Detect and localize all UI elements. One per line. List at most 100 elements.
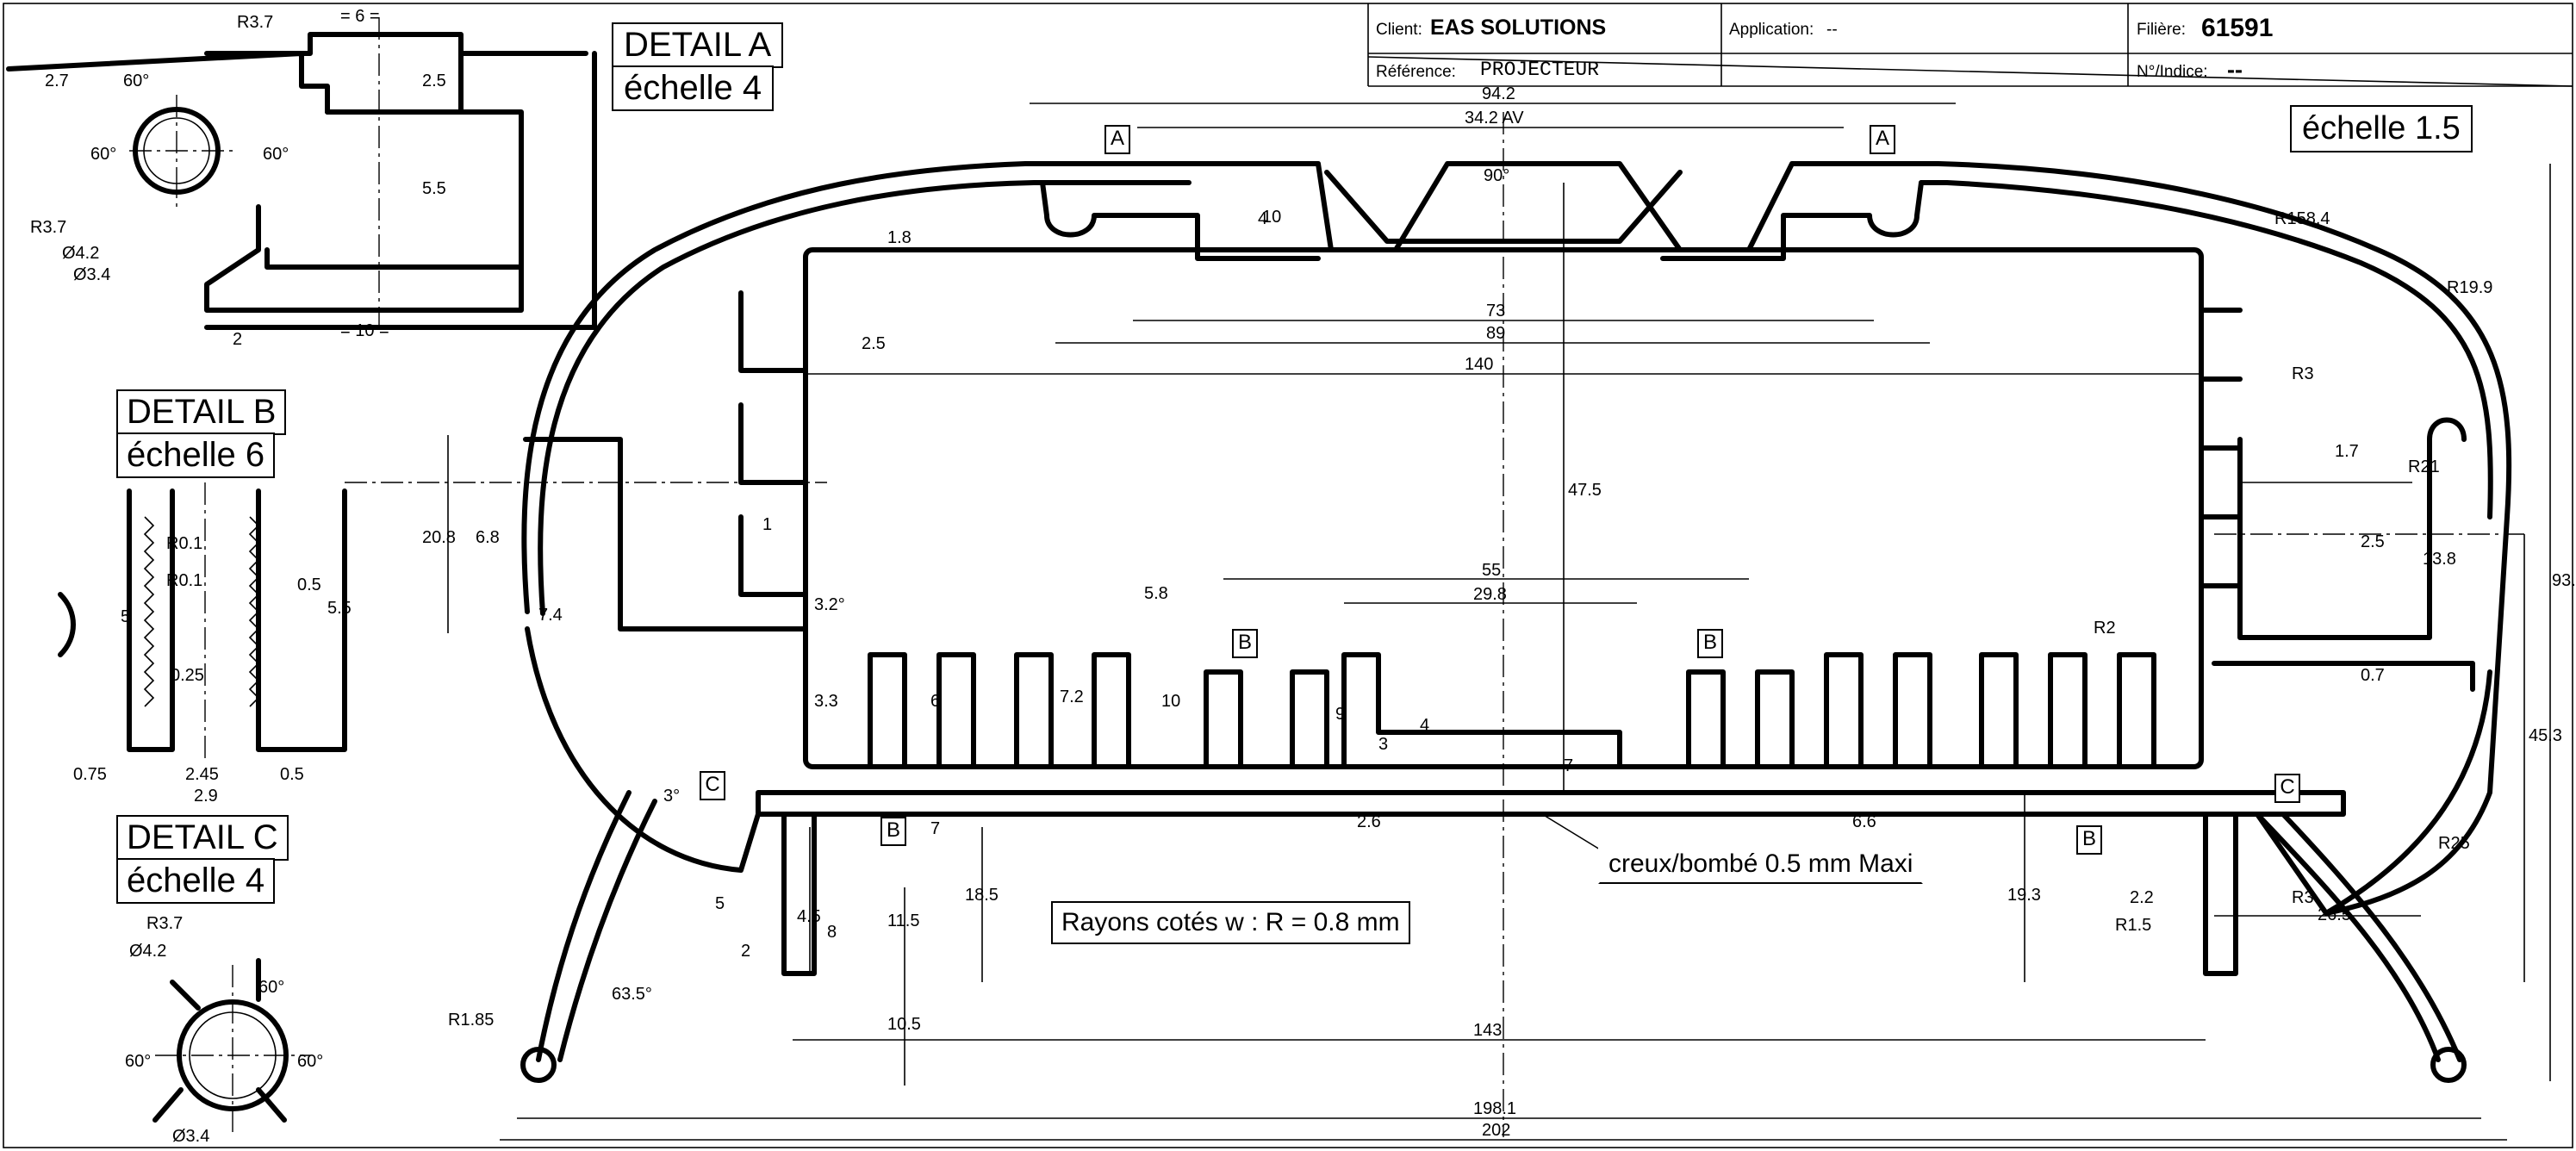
dim-angle3: 3°	[663, 787, 680, 806]
detail-a-60-left: 60°	[90, 145, 116, 164]
dim-inner-width: 198.1	[1473, 1099, 1516, 1118]
filiere-value: 61591	[2201, 14, 2274, 42]
dim-w89: 89	[1486, 324, 1505, 343]
detail-c-phi42: Ø4.2	[129, 942, 166, 961]
dim-r2: R2	[2094, 619, 2116, 638]
detail-c-drawing	[152, 958, 310, 1137]
dim-r158: R158.4	[2274, 209, 2330, 228]
detail-a-phi42: Ø4.2	[62, 244, 99, 263]
dim-r25: R25	[2438, 834, 2470, 853]
dim-26-5: 26.5	[2318, 905, 2351, 924]
dimension-labels: 202 198.1 143 94.2 34.2 AV 89 73 140 55 …	[422, 84, 2576, 1140]
dim-0-7: 0.7	[2361, 666, 2385, 685]
detail-b-0-5: 0.5	[297, 576, 321, 594]
dim-6-6: 6.6	[1852, 812, 1876, 831]
dim-10-fin: 10	[1161, 692, 1180, 711]
detail-a-60-right: 60°	[263, 145, 289, 164]
detail-a-labels: R3.7 = 6 = 2.7 60° 60° 60° 2.5 5.5 R3.7 …	[30, 7, 446, 349]
dim-1-8: 1.8	[887, 228, 912, 247]
dim-height: 93.5	[2552, 571, 2576, 590]
dim-7-2: 7.2	[1060, 687, 1084, 706]
dim-height-45: 45.3	[2529, 726, 2562, 745]
dim-6-fin: 6	[930, 692, 940, 711]
indice-value: --	[2227, 57, 2243, 83]
dim-10-top: 10	[1262, 208, 1281, 227]
dim-4-fin: 4	[1420, 716, 1429, 735]
dim-angle32: 3.2°	[814, 595, 845, 614]
detail-b-5: 5	[121, 607, 130, 626]
application-label: Application:	[1729, 21, 1814, 39]
detail-b-5-5: 5.5	[327, 599, 352, 618]
dim-7-4: 7.4	[538, 606, 563, 625]
dim-w140: 140	[1465, 355, 1493, 374]
marker-a-left: A	[1104, 125, 1130, 154]
detail-c-r37: R3.7	[146, 914, 183, 933]
detail-a-2: 2	[233, 330, 242, 349]
center-lines	[345, 112, 2524, 1137]
detail-a-60-top: 60°	[123, 72, 149, 90]
detail-a-scale: échelle 4	[612, 65, 775, 111]
detail-c-labels: R3.7 Ø4.2 60° 60° 60° Ø3.4	[125, 914, 323, 1146]
dim-r15: R1.5	[2115, 916, 2151, 935]
dim-r185: R1.85	[448, 1011, 494, 1030]
dim-3-fin: 3	[1378, 735, 1388, 754]
dim-11-5: 11.5	[887, 911, 919, 930]
dim-w55: 55	[1482, 561, 1501, 580]
dim-r21: R21	[2408, 457, 2440, 476]
detail-a-2-5: 2.5	[422, 72, 446, 90]
dim-9: 9	[1335, 705, 1345, 724]
reference-value: PROJECTEUR	[1480, 59, 1600, 81]
detail-b-0-5-b: 0.5	[280, 765, 304, 784]
marker-a-right: A	[1870, 125, 1895, 154]
dimension-lines	[447, 103, 2551, 1141]
marker-b-slot-left: B	[880, 817, 906, 846]
indice-label: N°/Indice:	[2137, 63, 2208, 81]
detail-a-r37-b: R3.7	[30, 218, 66, 237]
dim-18-5: 18.5	[965, 886, 999, 905]
detail-b-labels: R0.1 R0.1 0.5 5.5 5 0.25 0.75 2.45 2.9 0…	[73, 534, 352, 806]
dim-height-47: 47.5	[1568, 481, 1602, 500]
dim-r199: R19.9	[2447, 278, 2492, 297]
dim-r3: R3	[2292, 364, 2314, 383]
detail-b-0-25: 0.25	[171, 666, 204, 685]
filiere-label: Filière:	[2137, 21, 2187, 39]
dim-4: 4	[1258, 209, 1267, 228]
detail-a-phi34: Ø3.4	[73, 265, 110, 284]
flatness-note: creux/bombé 0.5 mm Maxi	[1598, 844, 1924, 884]
dim-2-6: 2.6	[1357, 812, 1381, 831]
detail-c-phi34: Ø3.4	[172, 1127, 209, 1146]
dim-7-slot: 7	[930, 819, 940, 838]
dim-2-slot: 2	[741, 942, 750, 961]
detail-b-drawing	[58, 482, 347, 758]
detail-c-60-top: 60°	[258, 978, 284, 997]
detail-a-title: DETAIL A	[612, 22, 784, 68]
dim-19-3: 19.3	[2007, 886, 2041, 905]
dim-w94: 94.2	[1482, 84, 1515, 103]
dim-span-143: 143	[1473, 1021, 1502, 1040]
marker-b-fins-left: B	[1232, 629, 1258, 658]
detail-b-0-75: 0.75	[73, 765, 107, 784]
detail-c-scale: échelle 4	[116, 858, 276, 904]
bottom-fins	[868, 652, 2156, 769]
dim-overall-width: 202	[1482, 1121, 1510, 1140]
marker-b-fins-right: B	[1697, 629, 1723, 658]
reference-label: Référence:	[1376, 63, 1456, 81]
detail-b-r01-b: R0.1	[166, 571, 202, 590]
dim-2-5: 2.5	[2361, 532, 2385, 551]
sheet-border	[3, 3, 2573, 1148]
dim-w29: 29.8	[1473, 585, 1507, 604]
left-foot-bulb	[520, 1047, 557, 1083]
detail-a-r37: R3.7	[237, 13, 273, 32]
title-block-grid	[1367, 3, 2573, 87]
main-scale-label: échelle 1.5	[2290, 105, 2473, 152]
dim-3-3: 3.3	[814, 692, 838, 711]
dim-4-5: 4.5	[797, 907, 821, 926]
dim-8-slot: 8	[827, 923, 837, 942]
dim-1-left: 1	[762, 515, 772, 534]
dim-10-5: 10.5	[887, 1015, 921, 1034]
detail-a-2-7: 2.7	[45, 72, 69, 90]
detail-b-title: DETAIL B	[116, 389, 287, 435]
dim-20-8: 20.8	[422, 528, 456, 547]
dim-w34: 34.2 AV	[1465, 109, 1524, 128]
detail-a-5-5: 5.5	[422, 179, 446, 198]
